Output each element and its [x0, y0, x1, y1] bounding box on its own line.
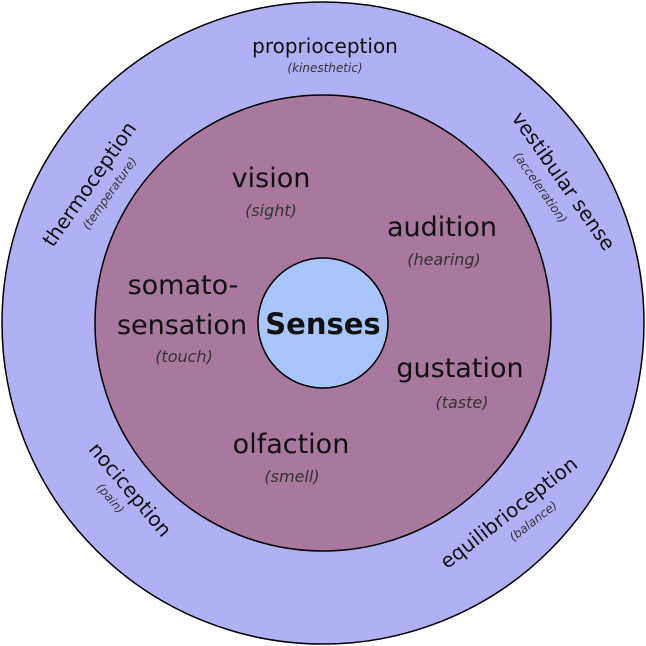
sense-name: olfaction [233, 429, 350, 460]
sense-detail: (taste) [435, 393, 488, 412]
sense-detail: (kinesthetic) [287, 61, 362, 75]
sense-detail: (sight) [245, 201, 297, 220]
sense-somatosensation: somato- sensation (touch) [117, 270, 247, 366]
sense-detail: (hearing) [407, 250, 481, 269]
sense-name-line1: somato- [128, 270, 239, 301]
center-circle [257, 257, 389, 389]
sense-detail: (smell) [264, 467, 319, 486]
sense-name-line2: sensation [117, 310, 247, 341]
sense-audition: audition (hearing) [387, 212, 497, 269]
sense-name: proprioception [252, 34, 398, 58]
sense-name: vision [232, 163, 311, 194]
sense-proprioception: proprioception (kinesthetic) [252, 34, 398, 75]
sense-vision: vision (sight) [232, 163, 311, 220]
sense-olfaction: olfaction (smell) [233, 429, 350, 486]
sense-gustation: gustation (taste) [396, 353, 523, 412]
sense-detail: (touch) [155, 347, 213, 366]
center-label: Senses [265, 307, 380, 341]
sense-name: gustation [396, 353, 523, 384]
sense-name: audition [387, 212, 497, 243]
